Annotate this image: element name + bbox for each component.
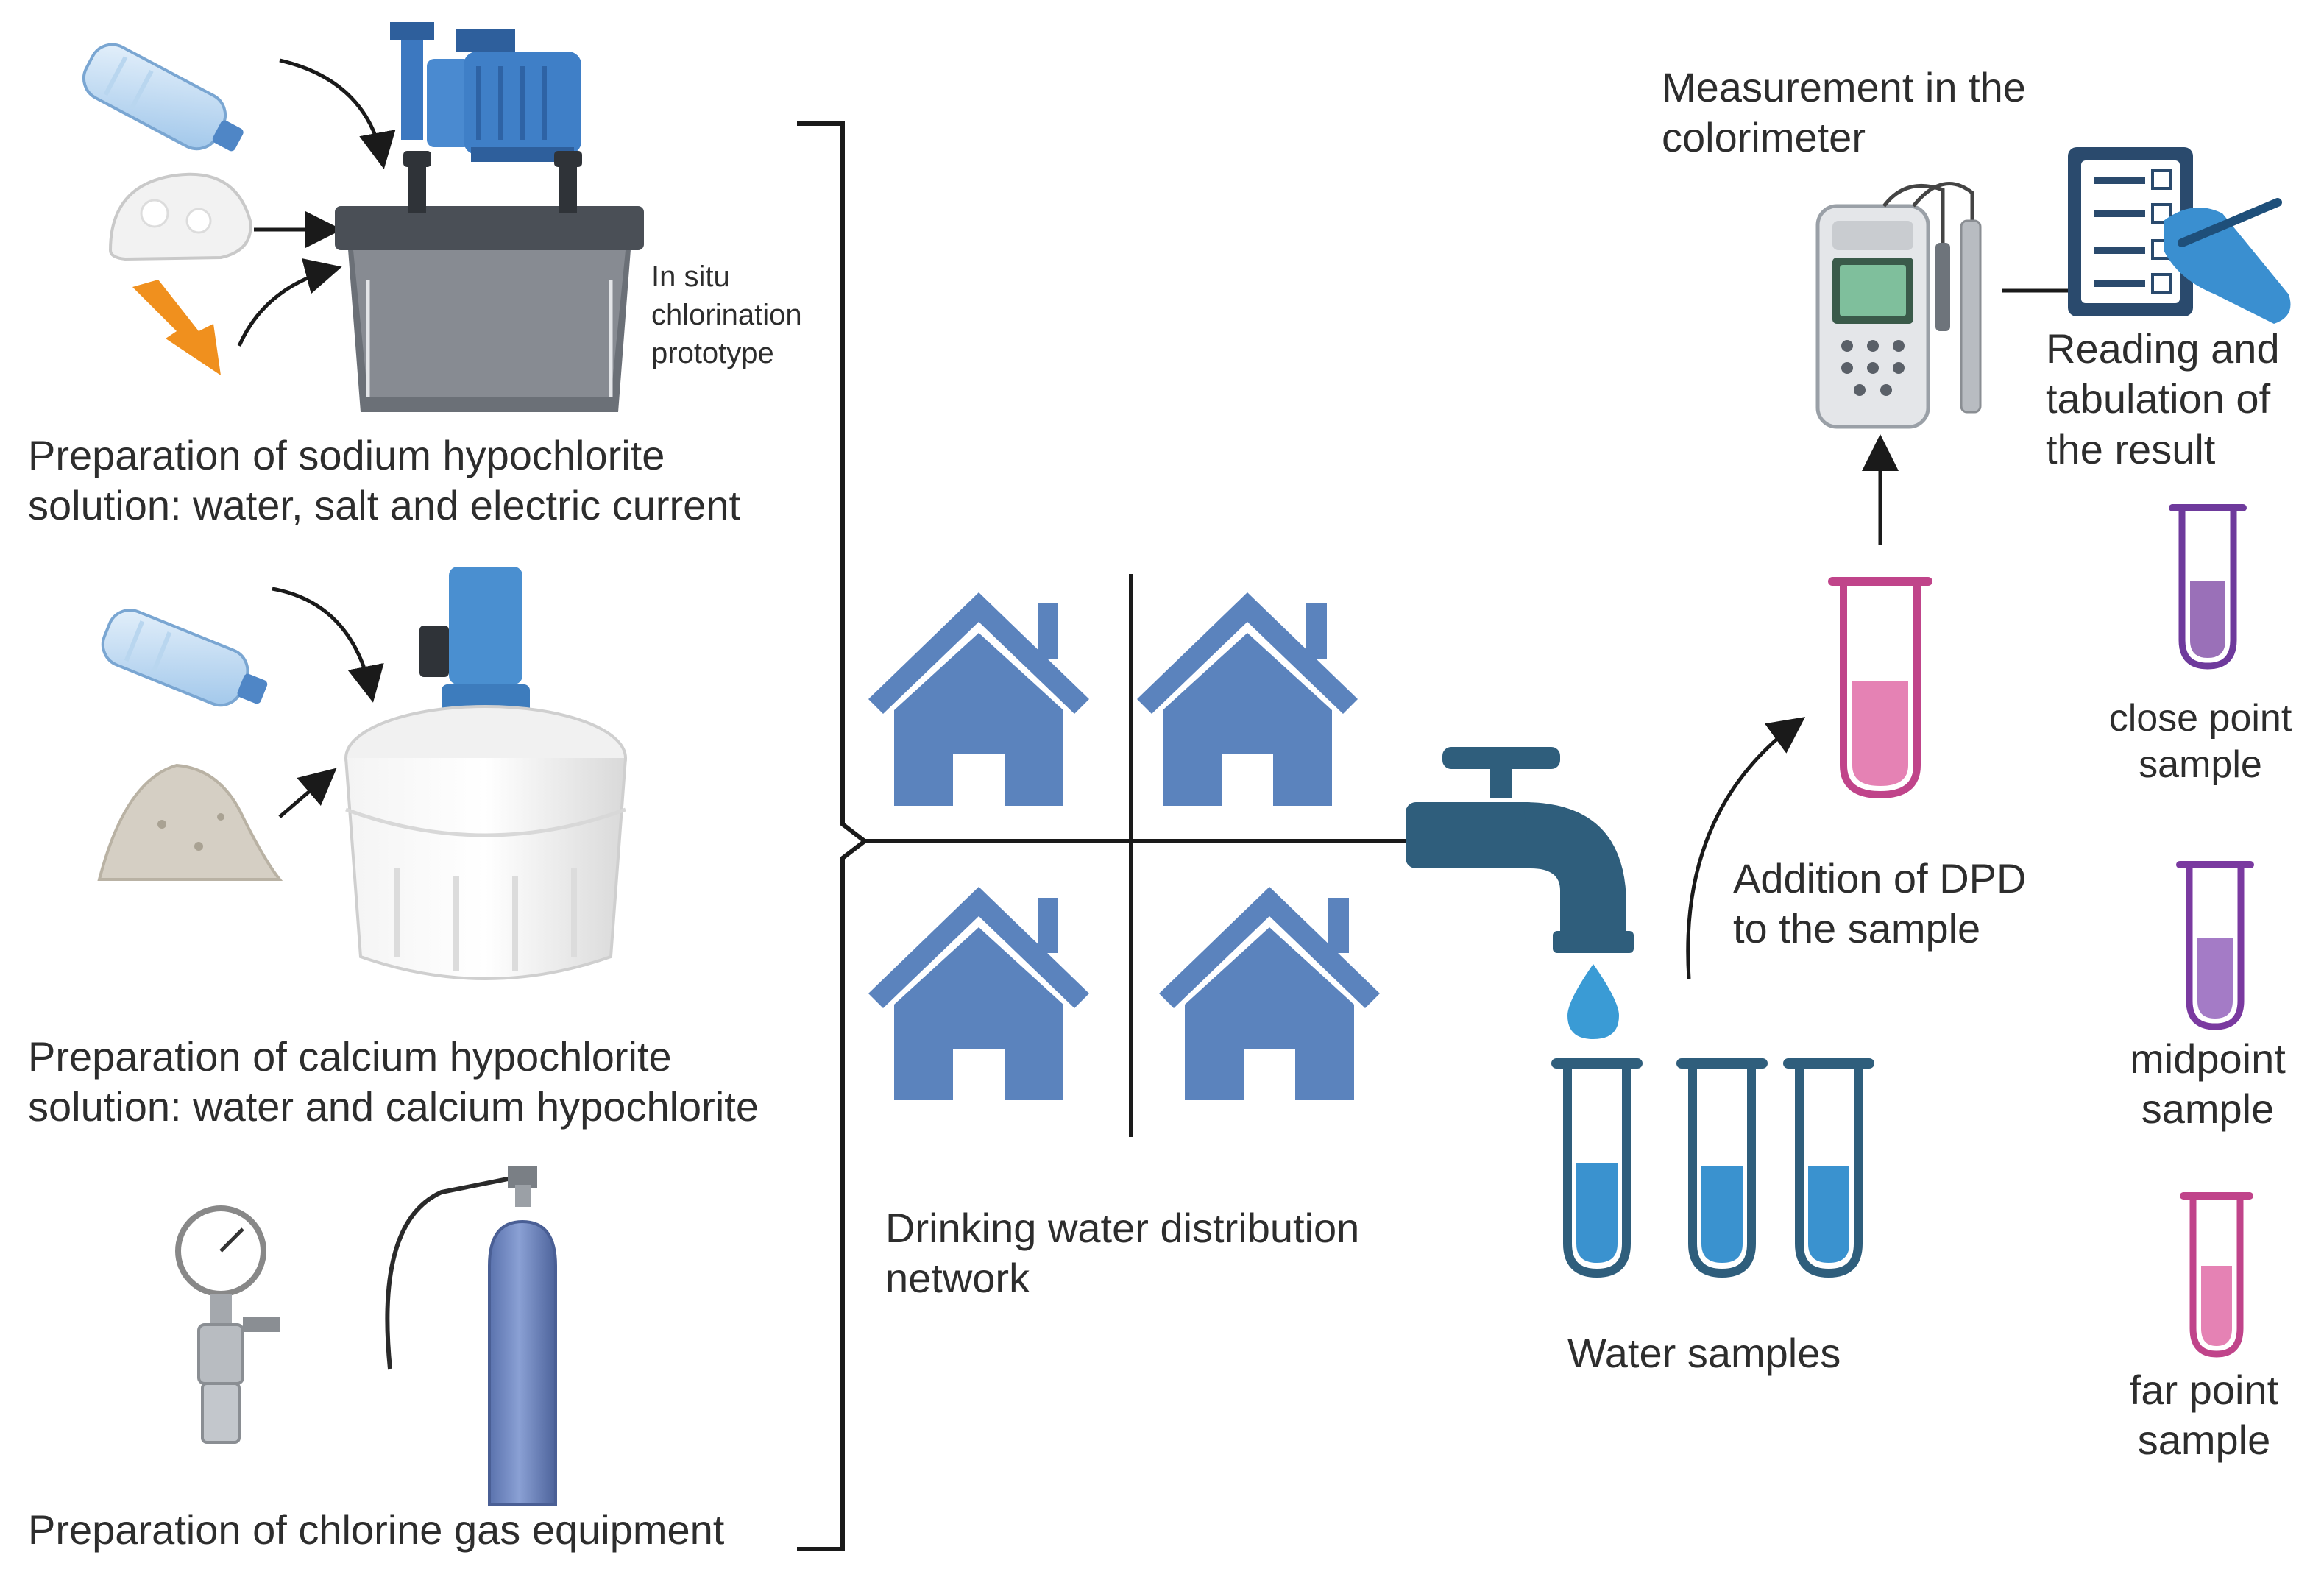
- network-label: Drinking water distribution network: [885, 1205, 1360, 1302]
- colorimeter-icon: [1815, 182, 1982, 429]
- pump-icon: [390, 22, 581, 162]
- pressure-gauge-icon: [175, 1205, 280, 1444]
- test-tube-icon: [2169, 504, 2247, 670]
- salt-pile-icon: [108, 172, 252, 261]
- sodium-hypochlorite-label: Preparation of sodium hypochlorite solut…: [28, 432, 741, 529]
- water-tank-icon: [344, 567, 627, 980]
- house-icon: [868, 887, 1089, 1100]
- hand-pen-icon: [2164, 198, 2291, 324]
- house-icon: [1159, 887, 1380, 1100]
- grouping-bracket: [797, 121, 868, 1551]
- house-icon: [1137, 592, 1358, 806]
- water-samples-label: Water samples: [1567, 1330, 1841, 1376]
- calcium-hypochlorite-label: Preparation of calcium hypochlorite solu…: [28, 1033, 759, 1130]
- colorimeter-label: Measurement in the colorimeter: [1662, 64, 2026, 161]
- bottle-icon: [82, 43, 244, 152]
- house-icon: [868, 592, 1089, 806]
- powder-pile-icon: [97, 763, 283, 881]
- arrow: [272, 587, 384, 703]
- faucet-icon: [1406, 747, 1634, 953]
- midpoint-label: midpoint sample: [2130, 1035, 2286, 1133]
- close-point-label: close point sample: [2108, 697, 2292, 787]
- in-situ-label: In situ chlorination prototype: [651, 261, 802, 369]
- far-point-label: far point sample: [2129, 1367, 2279, 1464]
- test-tube-icon: [2180, 1192, 2253, 1358]
- water-drop-icon: [1567, 964, 1619, 1039]
- clipboard-icon: [2068, 147, 2193, 316]
- arrow: [278, 768, 337, 818]
- test-tube-icon: [1551, 1058, 1643, 1278]
- bottle-icon: [101, 609, 268, 707]
- gas-cylinder-icon: [385, 1166, 557, 1506]
- test-tube-icon: [1676, 1058, 1768, 1278]
- lightning-icon: [132, 280, 221, 375]
- test-tube-icon: [1828, 577, 1932, 799]
- chlorine-gas-label: Preparation of chlorine gas equipment: [28, 1506, 725, 1553]
- arrow: [1686, 717, 1806, 979]
- dpd-label: Addition of DPD to the sample: [1733, 855, 2027, 952]
- test-tube-icon: [1783, 1058, 1874, 1278]
- reading-label: Reading and tabulation of the result: [2046, 325, 2280, 472]
- chlorination-tank-icon: [335, 151, 644, 412]
- arrow: [279, 58, 396, 169]
- test-tube-icon: [2176, 861, 2254, 1030]
- arrow: [237, 258, 342, 347]
